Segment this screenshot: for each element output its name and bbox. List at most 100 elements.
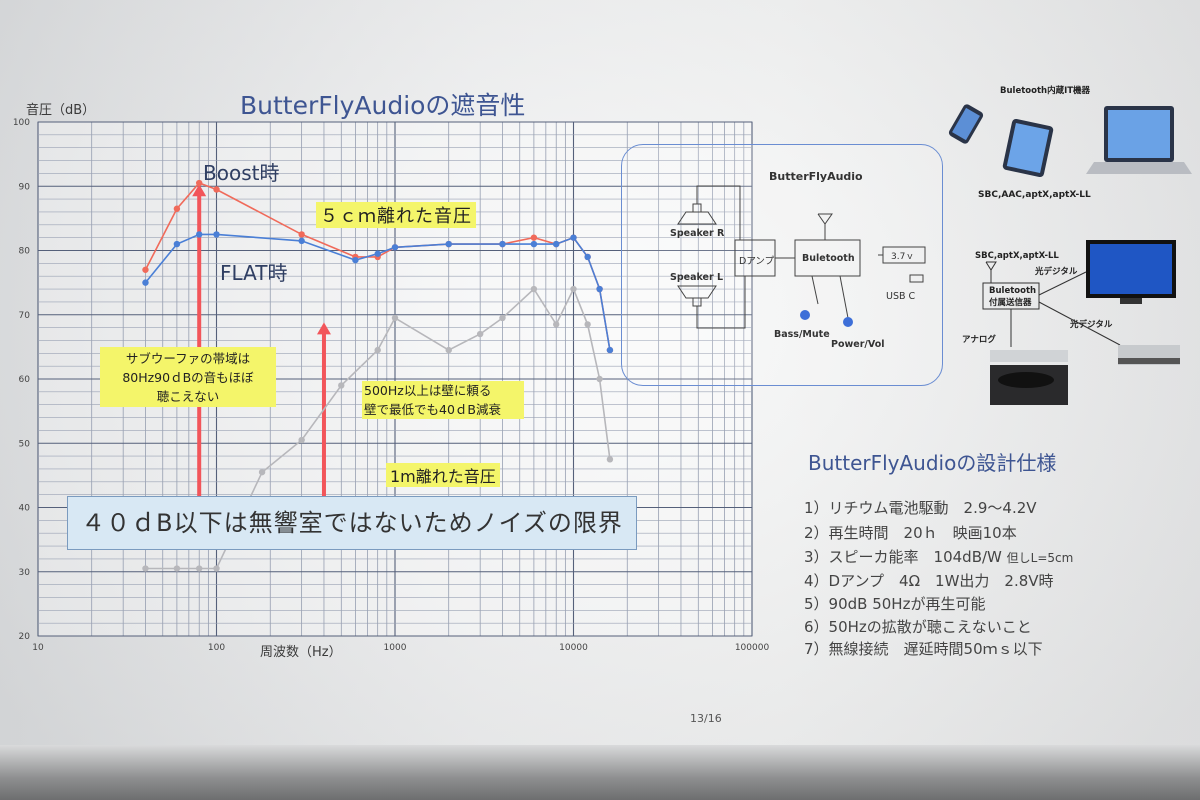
series-point-flat	[213, 231, 220, 238]
power-vol-label: Power/Vol	[831, 339, 885, 350]
subwoofer-note-line: 聴こえない	[156, 389, 220, 404]
boost-label: Boost時	[203, 161, 280, 185]
spec-item: 7）無線接続 遅延時間50ｍｓ以下	[804, 640, 1043, 658]
analog-label: アナログ	[962, 335, 996, 345]
x-axis-label: 周波数（Hz）	[260, 645, 342, 660]
series-point-flat	[584, 253, 591, 261]
series-point-flat	[570, 234, 577, 241]
one-meter-label: 1m離れた音圧	[386, 463, 500, 487]
transmitter-antenna-icon	[985, 261, 997, 271]
series-point-flat	[142, 279, 149, 286]
bass-mute-label: Bass/Mute	[774, 329, 830, 340]
noise-limit-box: ４０ｄB以下は無響室ではないためノイズの限界	[67, 496, 637, 550]
series-point-flat	[445, 240, 452, 248]
chart-ticks: 20 30 40 50 60 70 80 90 100 10 100 1000 10000 100000	[13, 118, 770, 653]
x-tick-label: 10	[32, 643, 44, 653]
series-point-one_meter	[142, 565, 149, 572]
series-point-flat	[173, 240, 181, 248]
laptop-icon	[1086, 106, 1192, 174]
series-point-one_meter	[196, 565, 203, 572]
series-point-one_meter	[173, 565, 181, 572]
tv-icon	[1086, 240, 1176, 304]
transmitter-label-1: Buletooth	[989, 286, 1037, 296]
x-tick-label: 100	[208, 643, 225, 653]
y-tick-label: 60	[19, 375, 31, 385]
series-point-flat	[530, 240, 538, 248]
series-point-one_meter	[530, 285, 538, 293]
series-point-one_meter	[374, 346, 381, 354]
wall-note: 500Hz以上は壁に頼る 壁で最低でも40ｄB減衰	[362, 381, 524, 419]
y-tick-label: 40	[19, 504, 31, 514]
y-tick-label: 20	[19, 632, 31, 642]
spec-item: 3）スピーカ能率 104dB/W 但しL=5cm	[804, 546, 1073, 567]
series-point-one_meter	[298, 436, 305, 444]
spec-item: 5）90dB 50Hzが再生可能	[804, 595, 986, 613]
series-point-flat	[391, 244, 399, 251]
chart-points	[142, 179, 614, 572]
series-point-one_meter	[476, 330, 484, 338]
subwoofer-note: サブウーファの帯域は 80Hz90ｄBの音もほぼ 聴こえない	[100, 347, 276, 407]
spec-item: 6）50Hzの拡散が聴こえないこと	[804, 618, 1032, 636]
series-point-boost	[213, 186, 220, 193]
series-point-flat	[352, 256, 359, 264]
spec-item: 1）リチウム電池駆動 2.9～4.2V	[804, 499, 1037, 517]
amp-label: Dアンプ	[739, 256, 775, 267]
series-point-one_meter	[213, 565, 220, 572]
x-tick-label: 10000	[559, 643, 588, 653]
speaker-r-label: Speaker R	[670, 228, 725, 239]
series-point-boost	[298, 231, 305, 238]
power-vol-button-icon	[843, 317, 853, 327]
series-point-flat	[553, 240, 560, 248]
y-tick-label: 50	[19, 439, 31, 449]
series-point-one_meter	[499, 314, 506, 322]
battery-label: 3.7ｖ	[891, 252, 915, 262]
series-point-boost	[530, 234, 538, 241]
speaker-l-icon	[677, 285, 717, 299]
page-number: 13/16	[690, 712, 722, 725]
series-point-flat	[196, 231, 203, 238]
optical-label-1: 光デジタル	[1035, 267, 1078, 277]
projection-bottom-edge	[0, 745, 1200, 800]
series-point-one_meter	[606, 456, 614, 463]
y-tick-label: 80	[19, 247, 31, 257]
series-point-one_meter	[596, 375, 603, 383]
turntable-icon	[990, 350, 1068, 405]
y-tick-label: 90	[19, 182, 31, 192]
spec-item: 4）Dアンプ 4Ω 1W出力 2.8V時	[804, 572, 1054, 590]
y-tick-label: 30	[19, 568, 31, 578]
series-point-one_meter	[391, 314, 399, 322]
y-axis-label: 音圧（dB）	[26, 103, 96, 118]
series-point-boost	[173, 205, 181, 212]
red-arrow-head-up	[192, 184, 207, 197]
spec-item: 2）再生時間 20ｈ 映画10本	[804, 524, 1017, 542]
series-point-one_meter	[258, 468, 266, 476]
speaker-l-label: Speaker L	[670, 272, 724, 283]
x-tick-label: 100000	[735, 643, 770, 653]
subwoofer-note-line: 80Hz90ｄBの音もほぼ	[122, 370, 254, 385]
block-diagram	[621, 144, 943, 386]
usb-label: USB C	[886, 291, 916, 302]
series-point-one_meter	[338, 382, 345, 389]
series-point-flat	[499, 240, 506, 248]
series-point-flat	[596, 285, 603, 293]
spec-item-note: 但しL=5cm	[1006, 551, 1074, 565]
transmitter-label-2: 付属送信器	[989, 298, 1032, 308]
y-tick-label: 70	[19, 311, 31, 321]
series-point-one_meter	[570, 285, 577, 293]
series-point-one_meter	[553, 321, 560, 328]
optical-label-2: 光デジタル	[1070, 320, 1113, 330]
slide-title: ButterFlyAudioの遮音性	[240, 91, 526, 120]
five-cm-label: ５ｃｍ離れた音圧	[316, 202, 476, 228]
series-point-flat	[606, 346, 614, 354]
red-arrow-head-up	[316, 322, 331, 335]
series-point-boost	[142, 266, 149, 273]
x-tick-label: 1000	[384, 643, 407, 653]
series-point-boost	[196, 179, 203, 187]
diagram-title: ButterFlyAudio	[769, 170, 863, 183]
series-point-flat	[298, 237, 305, 245]
player-icon	[1118, 345, 1180, 365]
y-tick-label: 100	[13, 118, 30, 128]
